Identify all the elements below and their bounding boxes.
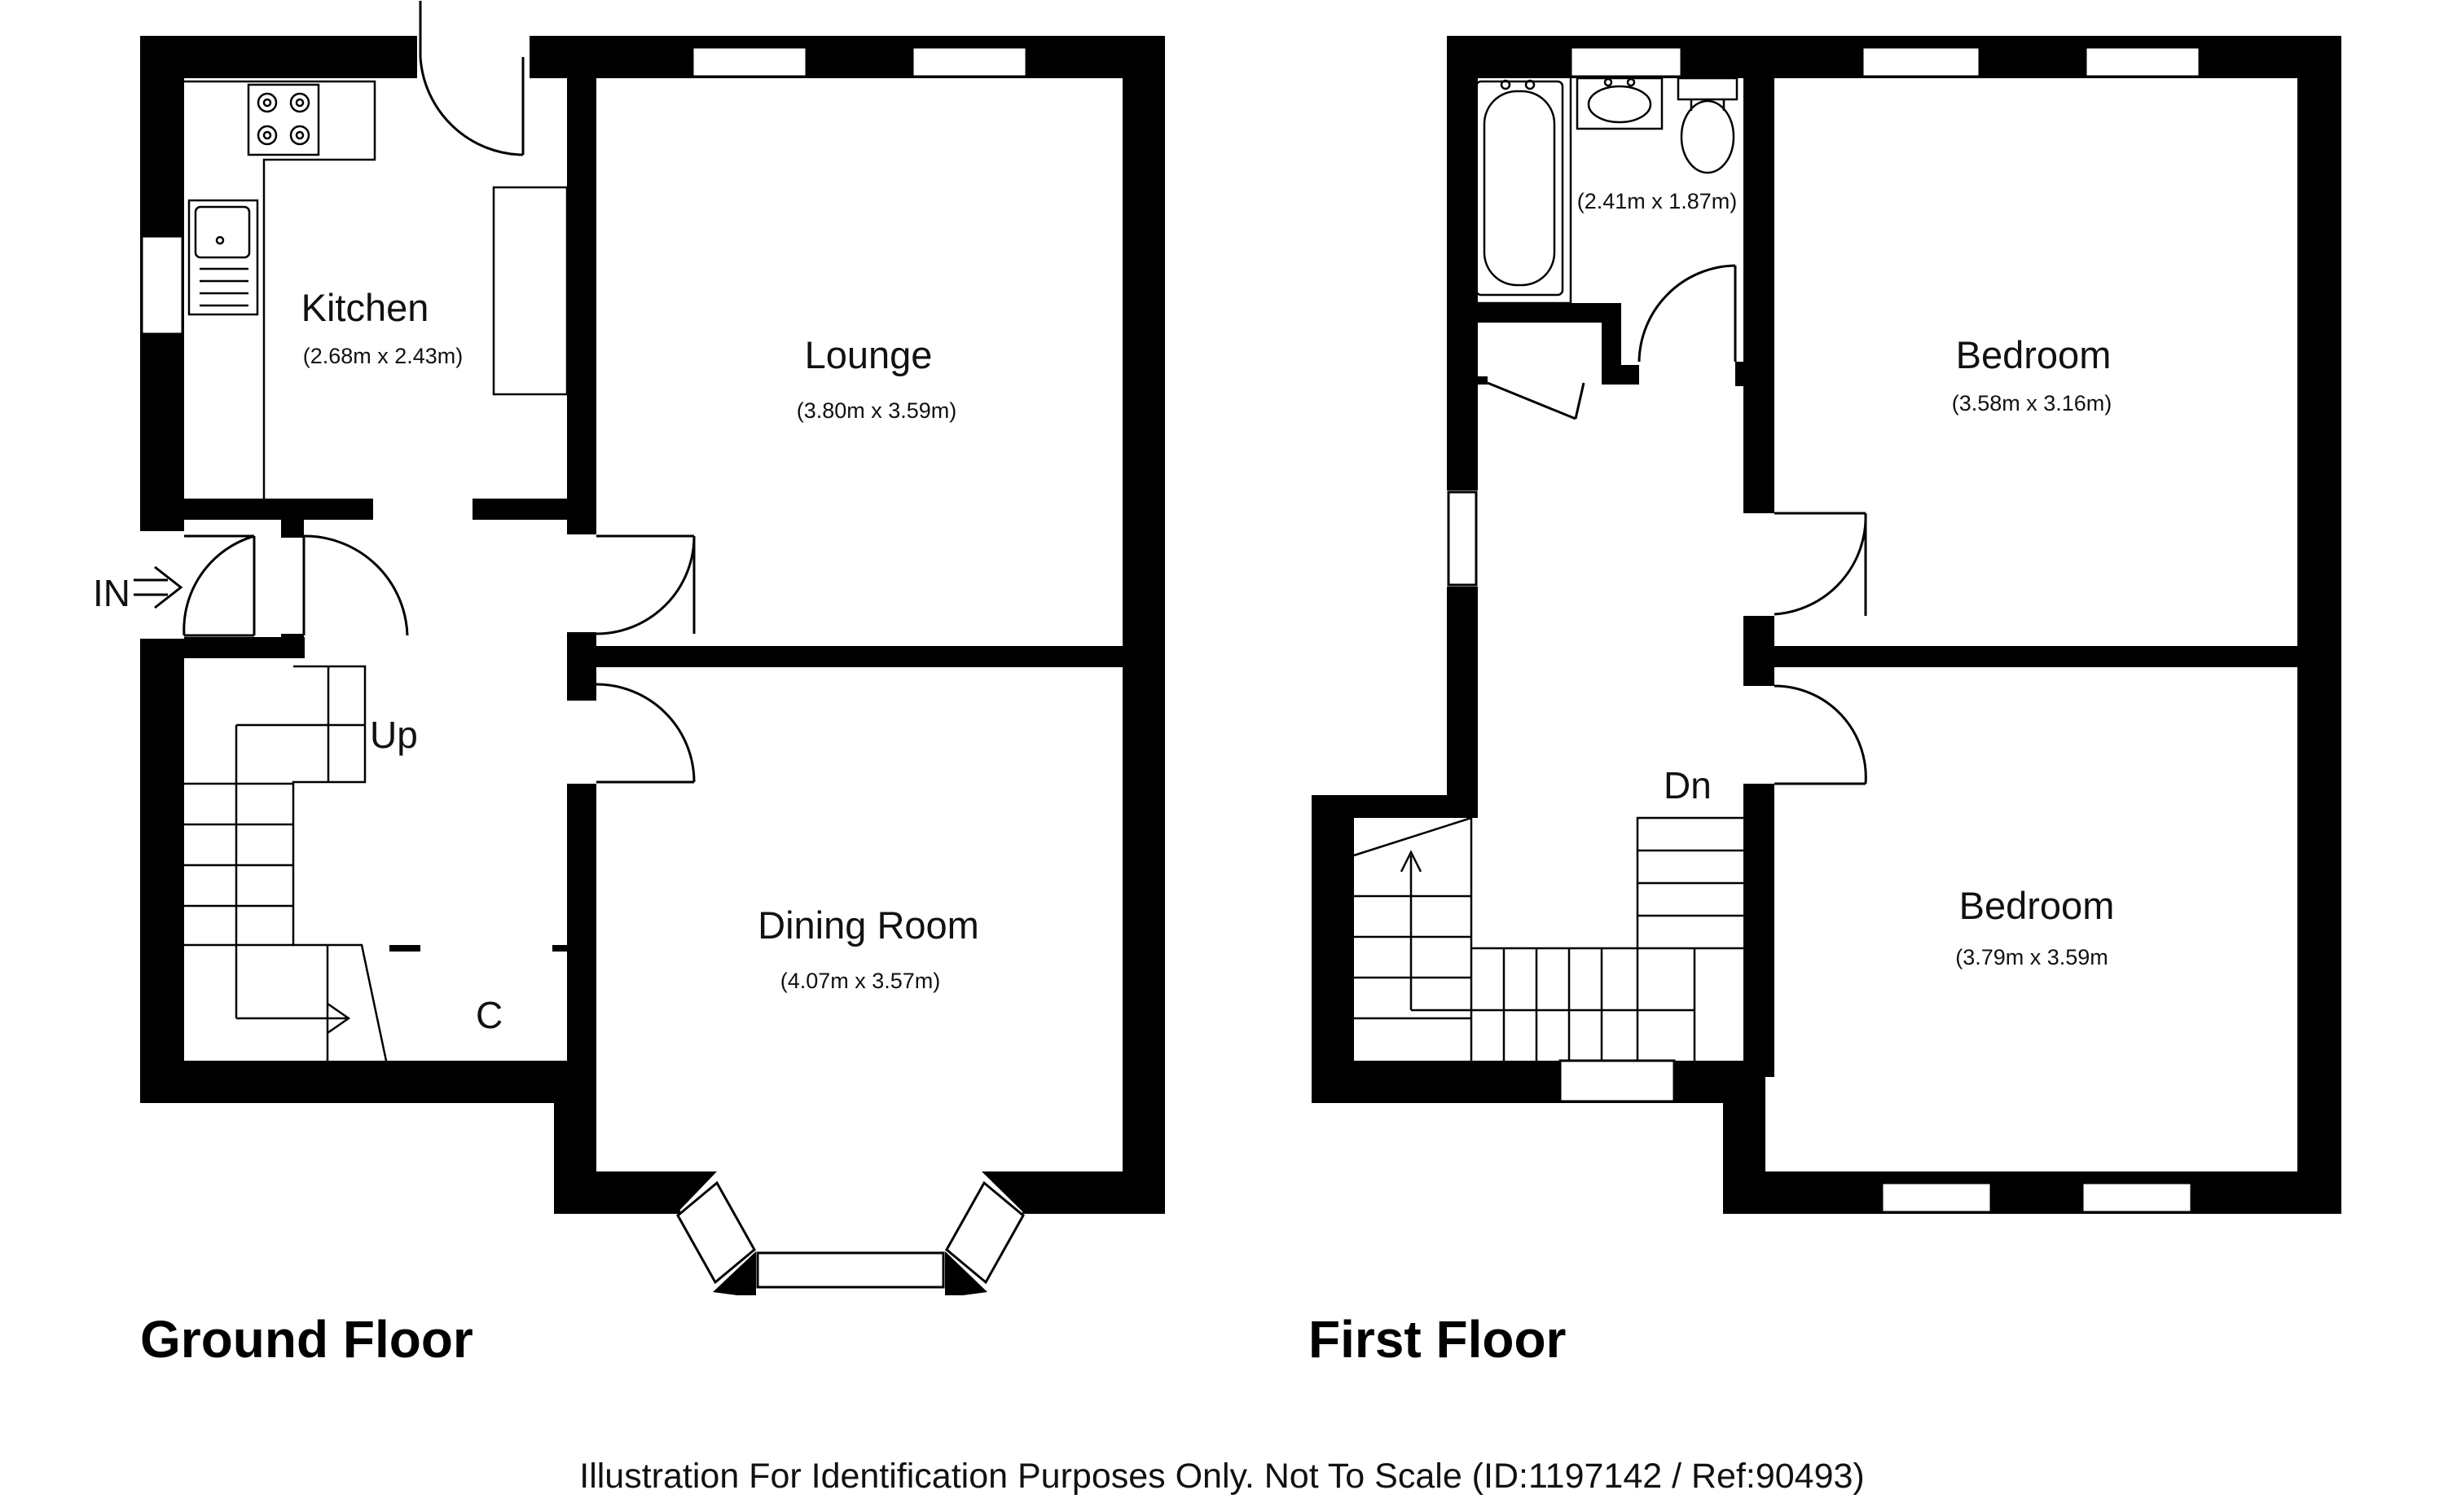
- hob-icon: [247, 83, 320, 156]
- ground-floor-walls: [140, 36, 1165, 1295]
- entrance-label: IN: [93, 572, 130, 614]
- dining-room-dims: (4.07m x 3.57m): [780, 969, 941, 993]
- kitchen-name: Kitchen: [301, 286, 429, 329]
- bathroom-fittings: [1475, 77, 1738, 305]
- bedroom-1-dims: (3.58m x 3.16m): [1952, 391, 2112, 415]
- bedroom-2-dims: (3.79m x 3.59m: [1955, 945, 2108, 969]
- ground-floor-plan: Kitchen (2.68m x 2.43m) Lounge (3.80m x …: [93, 1, 1165, 1369]
- first-floor-windows: [1447, 46, 2201, 1214]
- stairs-up-label: Up: [370, 714, 418, 756]
- first-floor-title: First Floor: [1308, 1310, 1566, 1369]
- cupboard-partitions: [389, 945, 570, 952]
- ground-floor-stairs: [184, 665, 388, 1061]
- ground-floor-windows: [140, 46, 1028, 1289]
- lounge-name: Lounge: [805, 333, 933, 376]
- kitchen-fittings: [184, 80, 569, 499]
- toilet-icon: [1677, 77, 1738, 174]
- ground-floor-title: Ground Floor: [140, 1310, 473, 1369]
- first-floor-stairs: [1353, 816, 1743, 1061]
- dining-room-name: Dining Room: [758, 903, 979, 947]
- bedroom-1-name: Bedroom: [1956, 333, 2112, 376]
- first-floor-walls: [1312, 36, 2341, 1214]
- disclaimer-footer: Illustration For Identification Purposes…: [579, 1457, 1865, 1496]
- bath-icon: [1475, 79, 1564, 297]
- bedroom-2-name: Bedroom: [1959, 884, 2115, 927]
- bathroom-dims: (2.41m x 1.87m): [1577, 189, 1738, 213]
- ground-floor-doors: [182, 1, 696, 784]
- stairs-down-label: Dn: [1664, 764, 1712, 807]
- cupboard-label: C: [476, 994, 503, 1036]
- sink-icon: [187, 199, 259, 316]
- washbasin-icon: [1576, 77, 1664, 130]
- kitchen-dims: (2.68m x 2.43m): [303, 344, 464, 368]
- lounge-dims: (3.80m x 3.59m): [797, 398, 957, 423]
- first-floor-plan: (2.41m x 1.87m) Bedroom (3.58m x 3.16m) …: [1308, 36, 2341, 1369]
- first-floor-doors: [1487, 264, 1867, 785]
- entrance-arrow-icon: [134, 565, 183, 609]
